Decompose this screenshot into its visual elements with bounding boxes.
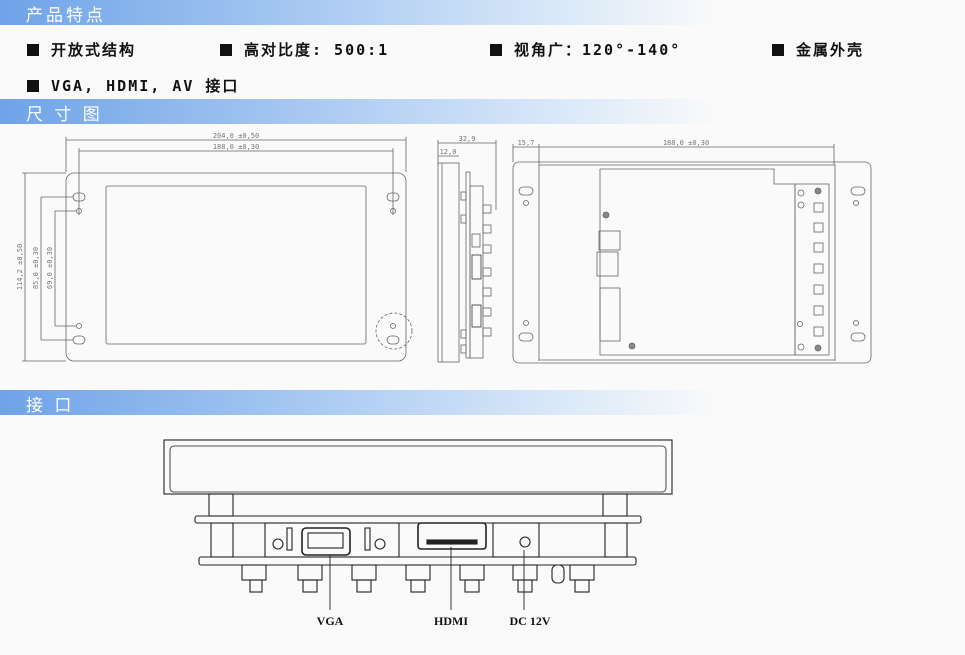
dimension-label: 204,0 ±0,50 — [213, 132, 259, 140]
dimension-label: 32,9 — [459, 135, 476, 143]
dimension-label: 12,0 — [440, 148, 457, 156]
port-label-hdmi: HDMI — [434, 614, 468, 628]
bullet-square-icon — [772, 44, 784, 56]
front-view-drawing — [22, 137, 413, 362]
section-header-features: 产品特点 — [0, 0, 720, 26]
bullet-square-icon — [490, 44, 502, 56]
feature-text: 开放式结构 — [51, 41, 137, 59]
feature-item: 开放式结构 — [27, 39, 136, 60]
section-title: 产品特点 — [26, 6, 106, 26]
dimension-label: 188,0 ±0,30 — [663, 139, 709, 147]
feature-text: 高对比度: 500:1 — [244, 41, 390, 59]
feature-item: VGA, HDMI, AV 接口 — [27, 75, 239, 96]
section-title: 尺 寸 图 — [26, 105, 103, 125]
section-title: 接 口 — [26, 396, 75, 416]
feature-item: 视角广：120°-140° — [490, 39, 681, 60]
dimension-label: 15,7 — [518, 139, 535, 147]
bullet-square-icon — [220, 44, 232, 56]
port-label-dc: DC 12V — [510, 614, 551, 628]
section-header-dimensions: 尺 寸 图 — [0, 99, 720, 125]
section-header-interfaces: 接 口 — [0, 390, 720, 416]
dimension-label: 85,0 ±0,30 — [32, 247, 40, 289]
feature-text: 视角广：120°-140° — [514, 41, 682, 59]
port-label-vga: VGA — [317, 614, 344, 628]
feature-text: VGA, HDMI, AV 接口 — [51, 77, 240, 95]
feature-item: 高对比度: 500:1 — [220, 39, 389, 60]
feature-item: 金属外壳 — [772, 39, 864, 60]
dimension-label: 188,0 ±0,30 — [213, 143, 259, 151]
side-view-drawing — [437, 140, 497, 363]
dimension-label: 114,2 ±0,50 — [16, 244, 24, 290]
feature-text: 金属外壳 — [796, 41, 865, 59]
dimension-label: 69,0 ±0,30 — [46, 247, 54, 289]
bullet-square-icon — [27, 44, 39, 56]
bullet-square-icon — [27, 80, 39, 92]
interface-view-drawing — [163, 439, 673, 610]
back-view-drawing — [512, 144, 872, 364]
